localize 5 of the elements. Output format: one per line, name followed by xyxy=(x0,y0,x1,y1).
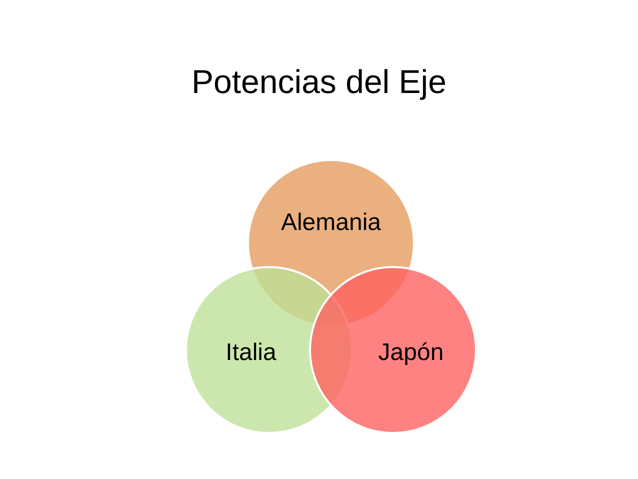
circle-label: Japón xyxy=(378,338,444,368)
diagram-title: Potencias del Eje xyxy=(190,62,448,102)
circle-label: Italia xyxy=(226,338,276,368)
venn-circle xyxy=(309,266,477,434)
circle-label: Alemania xyxy=(280,208,382,238)
